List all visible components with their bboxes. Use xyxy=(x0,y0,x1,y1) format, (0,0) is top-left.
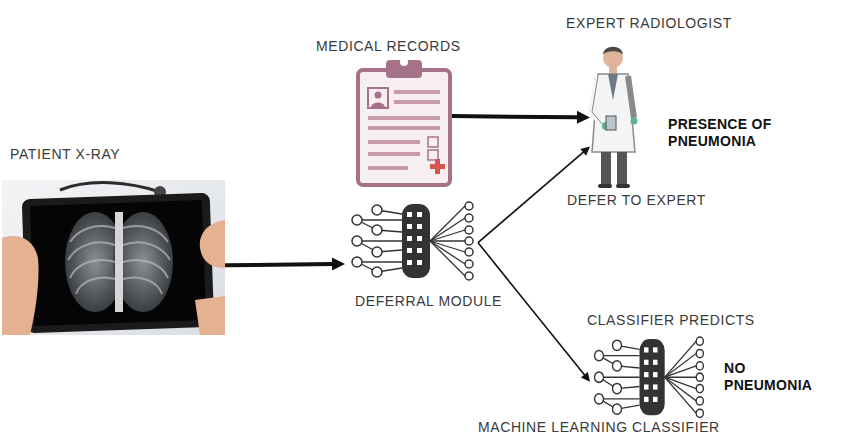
deferral-node: DEFERRAL MODULE xyxy=(345,200,478,282)
xray-node: PATIENT X-RAY xyxy=(2,180,225,335)
xray-photo xyxy=(2,180,225,335)
node-label: EXPERT RADIOLOGIST xyxy=(566,15,732,32)
arrow-connector xyxy=(452,111,590,124)
classifier-network-icon xyxy=(595,337,704,417)
clipboard-icon xyxy=(358,58,450,185)
node-label: DEFERRAL MODULE xyxy=(355,293,502,310)
arrowhead xyxy=(577,111,590,124)
arrowhead xyxy=(580,147,590,156)
node-label: PATIENT X-RAY xyxy=(10,146,120,163)
arrowhead xyxy=(332,258,345,271)
records-node: MEDICAL RECORDS xyxy=(356,58,452,187)
edge-label: DEFER TO EXPERT xyxy=(565,192,708,209)
edge-label: CLASSIFIER PREDICTS xyxy=(585,312,757,329)
arrow-connector xyxy=(225,258,345,271)
connector-line xyxy=(452,116,578,117)
arrow-connector xyxy=(478,243,590,382)
radiologist-node: EXPERT RADIOLOGISTPRESENCE OF PNEUMONIA xyxy=(590,45,640,190)
doctor-figure xyxy=(592,47,638,188)
result-label: NO PNEUMONIA xyxy=(724,360,819,394)
arrowhead xyxy=(581,372,590,382)
connector-line xyxy=(478,243,585,376)
classifier-node: NO PNEUMONIAMACHINE LEARNING CLASSIFIER xyxy=(590,335,705,420)
node-label: MEDICAL RECORDS xyxy=(316,38,461,55)
result-label: PRESENCE OF PNEUMONIA xyxy=(668,116,780,150)
connector-line xyxy=(225,264,333,265)
node-label: MACHINE LEARNING CLASSIFIER xyxy=(478,419,720,436)
deferral-network-icon xyxy=(352,202,473,280)
